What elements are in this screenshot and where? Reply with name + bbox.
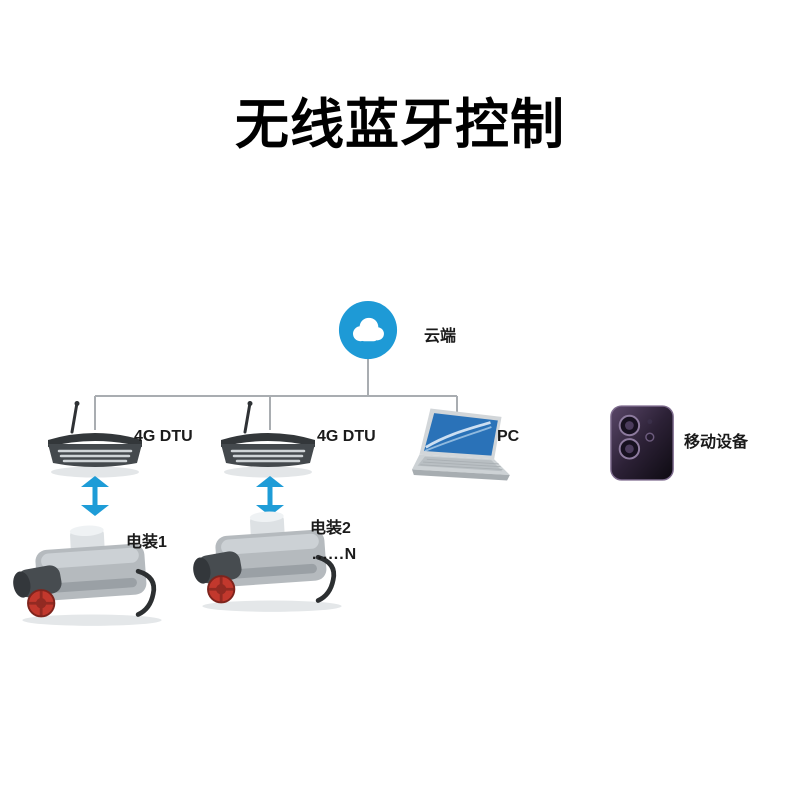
pc-label: PC bbox=[497, 428, 520, 445]
actuator2-more-label: ......N bbox=[312, 546, 358, 563]
actuator1-label: 电装1 bbox=[126, 534, 167, 551]
bluetooth-link-arrow-1 bbox=[81, 476, 109, 516]
dtu2-label: 4G DTU bbox=[317, 428, 376, 445]
bluetooth-link-arrow-2 bbox=[256, 476, 284, 516]
mobile-label: 移动设备 bbox=[684, 434, 749, 451]
actuator2-icon bbox=[193, 511, 342, 612]
dtu1-label: 4G DTU bbox=[134, 428, 193, 445]
dtu1-router-icon bbox=[48, 401, 142, 478]
cloud-label: 云端 bbox=[424, 328, 457, 345]
cloud-icon bbox=[338, 300, 398, 360]
dtu2-router-icon bbox=[221, 401, 315, 478]
mobile-phone-icon bbox=[610, 405, 674, 481]
laptop-icon bbox=[412, 408, 510, 481]
page-title: 无线蓝牙控制 bbox=[235, 95, 565, 155]
actuator1-icon bbox=[13, 525, 162, 626]
actuator2-label: 电装2 bbox=[310, 520, 351, 537]
